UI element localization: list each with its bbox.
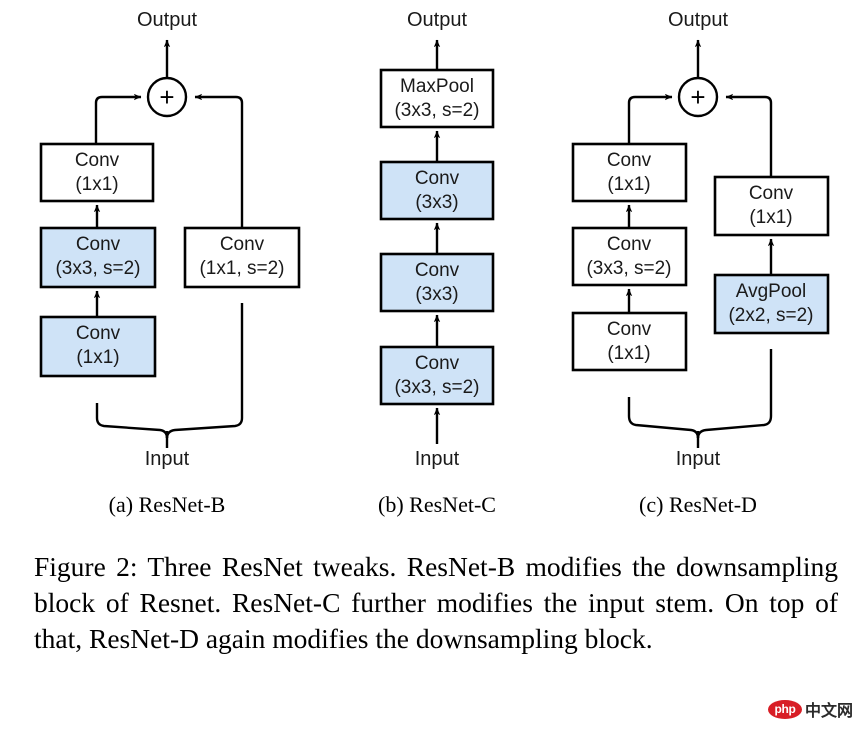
panel-c-output-label: Output bbox=[668, 9, 728, 31]
panel-a-block-conv-1x1-top-line1: Conv bbox=[75, 150, 120, 171]
panel-b-block-maxpool-line2: (3x3, s=2) bbox=[394, 100, 479, 121]
panel-c-block-conv-1x1-shortcut bbox=[713, 175, 830, 237]
panel-c-path-left-to-sum bbox=[627, 93, 673, 144]
panel-a-path-shortcut-to-sum bbox=[194, 93, 244, 228]
panel-c-block-conv-3x3-s2 bbox=[571, 226, 688, 287]
panel-a-resnet-b: Output + Conv (1x1) Conv (3x3, s=2) Conv… bbox=[39, 9, 301, 470]
panel-c-block-conv-1x1-top-line1: Conv bbox=[607, 150, 652, 171]
panel-a-sum-symbol: + bbox=[159, 82, 174, 112]
panel-b-block-conv-3x3-upper bbox=[379, 160, 495, 221]
panel-a-block-conv-3x3-s2-line1: Conv bbox=[76, 234, 121, 255]
panel-a-output-label: Output bbox=[137, 9, 197, 31]
panel-b-block-conv-lower-line2: (3x3) bbox=[415, 284, 458, 305]
figure-caption: Figure 2: Three ResNet tweaks. ResNet-B … bbox=[34, 551, 838, 654]
panel-c-resnet-d: Output + Conv (1x1) Conv (3x3, s=2) Conv… bbox=[571, 9, 830, 470]
panel-c-block-conv-1x1-bottom bbox=[571, 311, 688, 372]
panel-c-block-shortcut-line2: (1x1) bbox=[749, 207, 792, 228]
panel-c-sum-node bbox=[677, 76, 719, 118]
panel-c-sum-symbol: + bbox=[690, 82, 705, 112]
panel-a-block-conv-3x3-s2 bbox=[39, 226, 157, 289]
panel-c-block-conv-1x1-bottom-line2: (1x1) bbox=[607, 343, 650, 364]
panel-a-block-shortcut-line2: (1x1, s=2) bbox=[199, 258, 284, 279]
panel-c-block-avgpool-line1: AvgPool bbox=[736, 281, 806, 302]
panel-b-block-conv-lower-line1: Conv bbox=[415, 260, 460, 281]
panel-c-block-avgpool-2x2-s2 bbox=[713, 273, 830, 335]
panel-c-block-conv-1x1-top-line2: (1x1) bbox=[607, 174, 650, 195]
panel-c-block-conv-1x1-bottom-line1: Conv bbox=[607, 319, 652, 340]
panel-c-fork-right bbox=[694, 349, 773, 439]
watermark-text: 中文网 bbox=[805, 703, 854, 720]
panel-c-block-shortcut-line1: Conv bbox=[749, 183, 794, 204]
panel-a-block-conv-1x1-s2-shortcut bbox=[183, 226, 301, 289]
diagram-canvas: Output + Conv (1x1) Conv (3x3, s=2) Conv… bbox=[39, 9, 830, 470]
panel-c-block-conv-3x3-s2-line1: Conv bbox=[607, 234, 652, 255]
panel-a-fork-right bbox=[163, 303, 244, 439]
panel-c-block-conv-1x1-top bbox=[571, 142, 688, 203]
panel-c-fork-left bbox=[627, 397, 702, 439]
panel-b-input-label: Input bbox=[415, 448, 460, 470]
panel-c-block-conv-3x3-s2-line2: (3x3, s=2) bbox=[586, 258, 671, 279]
panel-b-block-conv-s2-line2: (3x3, s=2) bbox=[394, 377, 479, 398]
panel-a-input-label: Input bbox=[145, 448, 190, 470]
panel-b-block-conv-upper-line1: Conv bbox=[415, 168, 460, 189]
subcaption-panel-c: (c) ResNet-D bbox=[639, 492, 757, 517]
panel-a-block-conv-1x1-top bbox=[39, 142, 155, 203]
panel-b-output-label: Output bbox=[407, 9, 467, 31]
panel-a-block-conv-1x1-bottom-line1: Conv bbox=[76, 323, 121, 344]
panel-b-block-conv-3x3-lower bbox=[379, 252, 495, 313]
panel-b-block-conv-3x3-s2 bbox=[379, 345, 495, 406]
subcaption-panel-a: (a) ResNet-B bbox=[108, 492, 226, 517]
watermark: php 中文网 bbox=[768, 697, 853, 721]
panel-c-path-shortcut-to-sum bbox=[725, 93, 773, 177]
panel-a-block-conv-1x1-bottom bbox=[39, 315, 157, 378]
panel-b-resnet-c: Output MaxPool (3x3, s=2) Conv (3x3) Con… bbox=[379, 9, 495, 470]
panel-a-block-conv-3x3-s2-line2: (3x3, s=2) bbox=[55, 258, 140, 279]
panel-a-fork-left bbox=[95, 403, 171, 439]
panel-b-block-conv-upper-line2: (3x3) bbox=[415, 192, 458, 213]
panel-a-sum-node bbox=[146, 76, 188, 118]
subcaption-panel-b: (b) ResNet-C bbox=[378, 492, 496, 517]
panel-b-block-conv-s2-line1: Conv bbox=[415, 353, 460, 374]
panel-b-block-maxpool-line1: MaxPool bbox=[400, 76, 474, 97]
panel-a-block-shortcut-line1: Conv bbox=[220, 234, 265, 255]
panel-a-block-conv-1x1-bottom-line2: (1x1) bbox=[76, 347, 119, 368]
panel-a-path-left-to-sum bbox=[94, 93, 142, 144]
panel-c-block-avgpool-line2: (2x2, s=2) bbox=[728, 305, 813, 326]
panel-a-block-conv-1x1-top-line2: (1x1) bbox=[75, 174, 118, 195]
panel-c-input-label: Input bbox=[676, 448, 721, 470]
php-logo-icon: php bbox=[768, 699, 802, 719]
panel-b-block-maxpool-3x3-s2 bbox=[379, 68, 495, 129]
